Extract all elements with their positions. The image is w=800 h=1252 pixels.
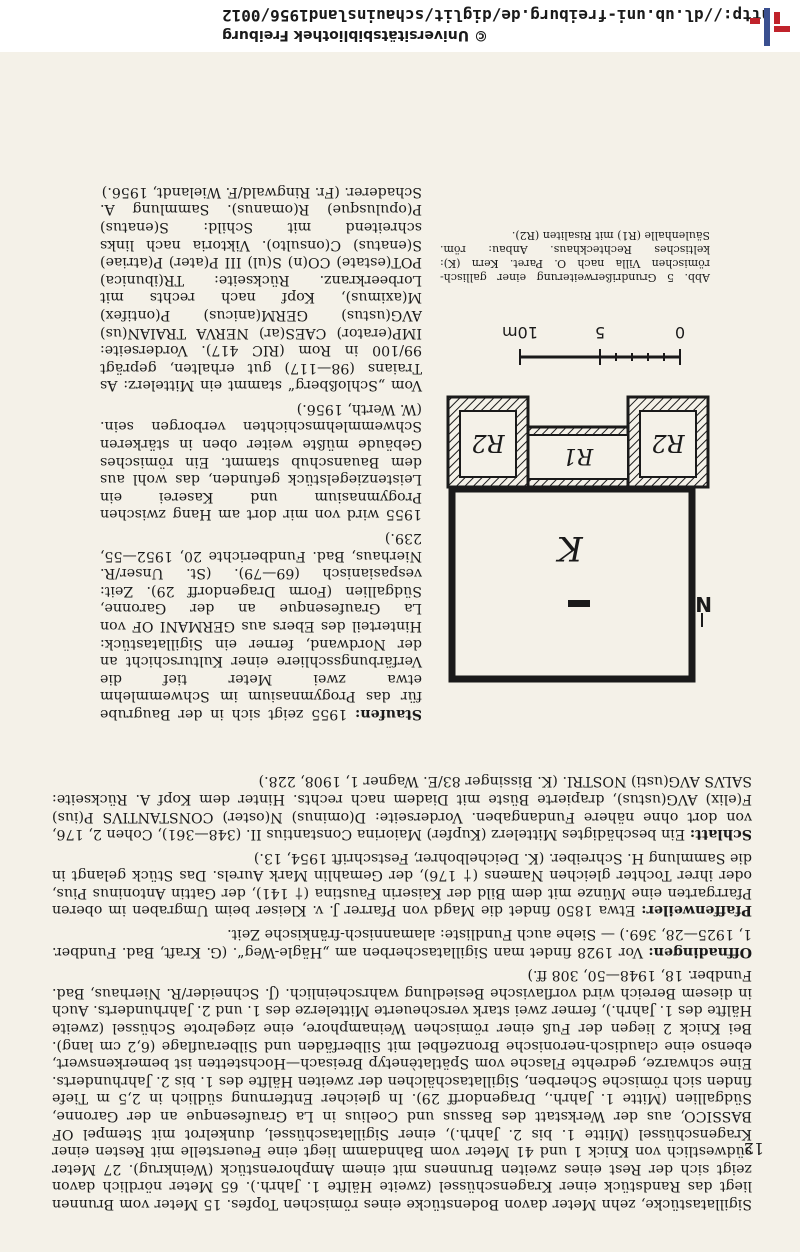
villa-floor-plan: K N R2 R1 R2 0 5 10m bbox=[446, 323, 712, 683]
paragraph-staufen-2: 1955 wird von mir dort am Hang zwischen … bbox=[100, 400, 422, 523]
paragraph-staufen: Staufen: 1955 zeigt sich in der Baugrube… bbox=[100, 530, 422, 722]
rotated-page-content: Sigillatastücke, zehn Meter davon Bodens… bbox=[0, 52, 800, 1252]
paragraph-schlatt: Schlatt: Ein beschädigtes Mittelerz (Kup… bbox=[52, 773, 752, 843]
paragraph-schlossberg: Vom „Schloßberg“ stammt ein Mittelerz: A… bbox=[100, 183, 422, 394]
place-heading: Pfaffenweiler: bbox=[641, 902, 752, 919]
viewer-header: http://dl.ub.uni-freiburg.de/diglit/scha… bbox=[0, 0, 800, 53]
label-north: N bbox=[695, 592, 712, 616]
scale-zero: 0 bbox=[675, 323, 685, 342]
right-text-column: Staufen: 1955 zeigt sich in der Baugrube… bbox=[100, 176, 422, 722]
copyright-notice: © Universitätsbibliothek Freiburg bbox=[222, 27, 489, 43]
library-logo-icon bbox=[750, 8, 790, 46]
scale-ten: 10m bbox=[502, 323, 538, 342]
label-core: K bbox=[555, 528, 584, 568]
figure-caption: Abb. 5 Grundrißerweiterung einer gallisc… bbox=[440, 229, 710, 284]
scanned-page: Sigillatastücke, zehn Meter davon Bodens… bbox=[0, 52, 800, 1252]
paragraph-pfaffenweiler: Pfaffenweiler: Etwa 1850 findet die Magd… bbox=[52, 849, 752, 919]
place-heading: Offnadingen: bbox=[648, 943, 752, 960]
label-risalit-left: R2 bbox=[651, 429, 685, 457]
paragraph-offnadingen: Offnadingen: Vor 1928 findet man Sigilla… bbox=[52, 926, 752, 960]
paragraph-villa-finds: Sigillatastücke, zehn Meter davon Bodens… bbox=[52, 967, 752, 1212]
place-heading: Staufen: bbox=[355, 706, 422, 722]
page-number: 12 bbox=[743, 1139, 764, 1158]
core-house-wall bbox=[448, 485, 696, 683]
scale-five: 5 bbox=[595, 323, 605, 342]
entrance-stub bbox=[568, 600, 590, 607]
main-text-column: Sigillatastücke, zehn Meter davon Bodens… bbox=[52, 766, 752, 1212]
source-url[interactable]: http://dl.ub.uni-freiburg.de/diglit/scha… bbox=[222, 6, 772, 25]
label-risalit-right: R2 bbox=[471, 429, 505, 457]
place-heading: Schlatt: bbox=[689, 826, 752, 843]
label-hall: R1 bbox=[563, 443, 595, 468]
